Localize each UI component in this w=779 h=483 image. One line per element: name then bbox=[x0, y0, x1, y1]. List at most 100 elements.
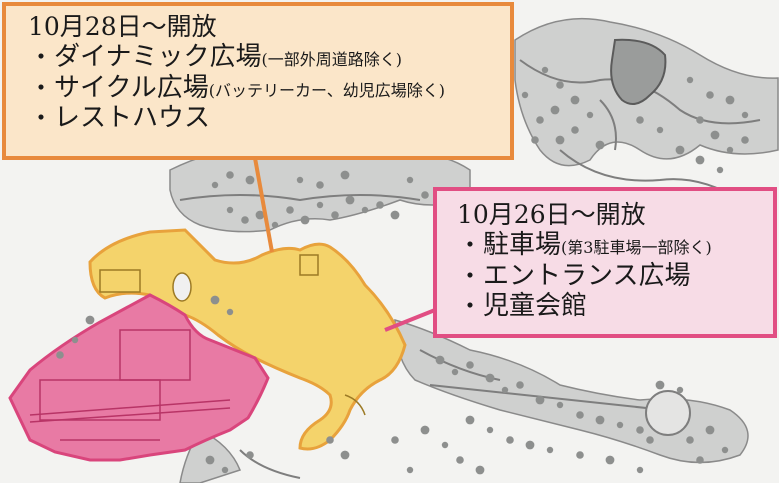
tree-dot bbox=[675, 145, 685, 155]
facility-note: (バッテリーカー、幼児広場除く) bbox=[208, 80, 446, 100]
tree-dot bbox=[710, 130, 720, 140]
tree-dot bbox=[456, 456, 464, 464]
tree-dot bbox=[555, 135, 565, 145]
tree-dot bbox=[556, 401, 564, 409]
tree-dot bbox=[271, 221, 279, 229]
callout-oct28: 10月28日〜開放 ・ダイナミック広場(一部外周道路除く) ・サイクル広場(バッ… bbox=[2, 2, 514, 160]
tree-dot bbox=[226, 171, 234, 179]
list-item: ・サイクル広場(バッテリーカー、幼児広場除く) bbox=[28, 72, 510, 103]
tree-dot bbox=[316, 181, 324, 189]
tree-dot bbox=[391, 436, 399, 444]
bullet: ・ bbox=[29, 103, 53, 132]
list-item: ・レストハウス bbox=[28, 102, 510, 133]
tree-dot bbox=[340, 450, 350, 460]
tree-dot bbox=[485, 373, 495, 383]
tree-dot bbox=[85, 315, 95, 325]
tree-dot bbox=[556, 81, 564, 89]
tree-dot bbox=[705, 425, 715, 435]
tree-dot bbox=[486, 426, 494, 434]
tree-dot bbox=[741, 136, 749, 144]
tree-dot bbox=[570, 95, 580, 105]
tree-dot bbox=[435, 355, 445, 365]
tree-dot bbox=[406, 466, 414, 474]
callout-oct28-date: 10月28日〜開放 bbox=[28, 12, 217, 41]
tree-dot bbox=[605, 455, 615, 465]
tree-dot bbox=[636, 426, 644, 434]
tree-dot bbox=[525, 440, 535, 450]
tree-dot bbox=[241, 216, 249, 224]
facility-name: サイクル広場 bbox=[54, 72, 209, 103]
tree-dot bbox=[695, 155, 705, 165]
tree-dot bbox=[475, 465, 485, 475]
tree-dot bbox=[721, 446, 729, 454]
tree-dot bbox=[296, 176, 304, 184]
tree-dot bbox=[420, 425, 430, 435]
list-item: ・ダイナミック広場(一部外周道路除く) bbox=[28, 44, 510, 71]
tree-dot bbox=[636, 116, 644, 124]
tree-dot bbox=[246, 451, 254, 459]
tree-dot bbox=[521, 91, 529, 99]
tree-dot bbox=[576, 451, 584, 459]
facility-name: エントランス広場 bbox=[483, 260, 691, 291]
bullet: ・ bbox=[458, 231, 482, 260]
tree-dot bbox=[245, 175, 255, 185]
tree-dot bbox=[636, 466, 644, 474]
tree-dot bbox=[716, 166, 724, 174]
list-item: ・駐車場(第3駐車場一部除く) bbox=[457, 232, 773, 259]
tree-dot bbox=[646, 436, 654, 444]
tree-dot bbox=[571, 126, 579, 134]
tree-dot bbox=[741, 111, 749, 119]
callout-oct26-date: 10月26日〜開放 bbox=[457, 200, 646, 229]
tree-dot bbox=[56, 351, 64, 359]
tree-dot bbox=[286, 206, 294, 214]
tree-dot bbox=[205, 455, 215, 465]
facility-note: (一部外周道路除く) bbox=[261, 50, 402, 70]
facility-note: (第3駐車場一部除く) bbox=[561, 238, 712, 258]
tree-dot bbox=[451, 368, 459, 376]
bullet: ・ bbox=[29, 73, 53, 102]
tree-dot bbox=[696, 116, 704, 124]
tree-dot bbox=[516, 381, 524, 389]
tree-dot bbox=[655, 380, 665, 390]
facility-name: 児童会館 bbox=[483, 290, 588, 321]
tree-dot bbox=[686, 76, 694, 84]
tree-dot bbox=[546, 446, 554, 454]
tree-dot bbox=[541, 66, 549, 74]
list-item: ・児童会館 bbox=[457, 290, 773, 321]
tree-dot bbox=[406, 176, 414, 184]
list-item: ・エントランス広場 bbox=[457, 260, 773, 291]
tree-dot bbox=[576, 411, 584, 419]
leader-line-oct28 bbox=[253, 157, 274, 253]
tree-dot bbox=[226, 206, 234, 214]
tree-dot bbox=[506, 436, 514, 444]
tree-dot bbox=[595, 415, 605, 425]
tree-dot bbox=[676, 386, 684, 394]
callout-oct26-list: ・駐車場(第3駐車場一部除く) ・エントランス広場 ・児童会館 bbox=[457, 232, 773, 320]
tree-dot bbox=[376, 201, 384, 209]
tree-dot bbox=[210, 295, 220, 305]
callout-oct26: 10月26日〜開放 ・駐車場(第3駐車場一部除く) ・エントランス広場 ・児童会… bbox=[433, 187, 777, 338]
tree-dot bbox=[531, 136, 539, 144]
tree-dot bbox=[441, 441, 449, 449]
bullet: ・ bbox=[29, 43, 53, 72]
tree-dot bbox=[340, 170, 350, 180]
tree-dot bbox=[536, 116, 544, 124]
callout-oct28-list: ・ダイナミック広場(一部外周道路除く) ・サイクル広場(バッテリーカー、幼児広場… bbox=[28, 44, 510, 132]
leader-line-oct26 bbox=[384, 308, 436, 332]
tree-dot bbox=[300, 215, 310, 225]
tree-dot bbox=[345, 195, 355, 205]
tree-dot bbox=[725, 95, 735, 105]
bullet: ・ bbox=[458, 261, 482, 290]
tree-dot bbox=[421, 191, 429, 199]
round-plaza bbox=[645, 390, 691, 436]
tree-dot bbox=[535, 395, 545, 405]
tree-dot bbox=[390, 210, 400, 220]
tree-dot bbox=[696, 456, 704, 464]
bullet: ・ bbox=[458, 291, 482, 320]
tree-dot bbox=[726, 146, 734, 154]
facility-name: 駐車場 bbox=[483, 230, 562, 261]
parking-lot-details bbox=[29, 329, 231, 441]
facility-name: レストハウス bbox=[54, 102, 211, 133]
tree-dot bbox=[501, 386, 509, 394]
